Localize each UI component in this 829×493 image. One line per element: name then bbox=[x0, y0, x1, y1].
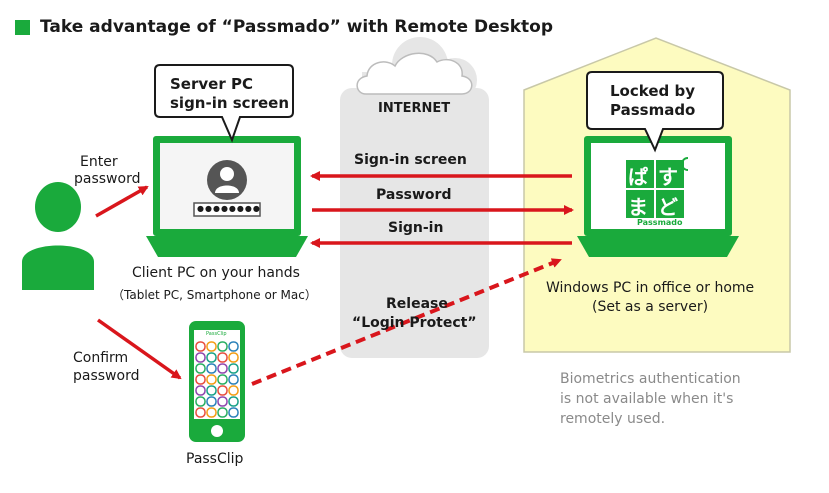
locked-bubble-line1: Locked by bbox=[610, 82, 695, 100]
locked-bubble-line2: Passmado bbox=[610, 101, 696, 119]
passclip-grid-cell bbox=[206, 352, 217, 363]
client-pc-sublabel: （Tablet PC, Smartphone or Mac） bbox=[112, 288, 317, 302]
passclip-grid-cell bbox=[217, 352, 228, 363]
passclip-grid-cell bbox=[195, 396, 206, 407]
enter-password-line1: Enter bbox=[80, 154, 118, 170]
passclip-grid-cell bbox=[206, 396, 217, 407]
internet-label: INTERNET bbox=[378, 101, 451, 116]
passclip-grid-cell bbox=[228, 407, 239, 418]
internet-cloud bbox=[340, 37, 489, 358]
biometrics-note-line1: Biometrics authentication bbox=[560, 371, 741, 387]
flow-label-signin: Sign-in bbox=[388, 220, 444, 236]
passclip-grid-cell bbox=[195, 407, 206, 418]
password-field bbox=[193, 202, 261, 217]
passclip-grid-cell bbox=[228, 352, 239, 363]
passclip-grid-cell bbox=[206, 407, 217, 418]
passclip-grid-cell bbox=[217, 396, 228, 407]
flow-label-login-protect: “Login Protect” bbox=[352, 315, 477, 331]
passclip-app-header: PassClip bbox=[206, 331, 227, 337]
arrow-enter-password bbox=[95, 185, 149, 218]
enter-password-line2: password bbox=[74, 171, 141, 187]
flow-label-signin-screen: Sign-in screen bbox=[354, 152, 467, 168]
passclip-grid-cell bbox=[228, 363, 239, 374]
biometrics-note-line3: remotely used. bbox=[560, 411, 666, 427]
passclip-grid-cell bbox=[206, 341, 217, 352]
passclip-grid-cell bbox=[195, 352, 206, 363]
passclip-grid-cell bbox=[228, 385, 239, 396]
passclip-grid-cell bbox=[206, 385, 217, 396]
client-laptop bbox=[146, 136, 308, 257]
passclip-grid-cell bbox=[228, 341, 239, 352]
passclip-smartphone bbox=[189, 321, 245, 442]
page-title: Take advantage of “Passmado” with Remote… bbox=[40, 17, 553, 37]
client-pc-label: Client PC on your hands bbox=[132, 265, 300, 281]
passclip-grid-cell bbox=[217, 407, 228, 418]
passclip-grid-cell bbox=[206, 363, 217, 374]
home-button-icon bbox=[211, 425, 223, 437]
logo-char-2: す bbox=[658, 165, 678, 189]
server-bubble-line1: Server PC bbox=[170, 75, 253, 93]
logo-char-3: ま bbox=[628, 195, 648, 219]
confirm-password-line1: Confirm bbox=[73, 350, 129, 366]
logo-char-1: ぱ bbox=[628, 165, 648, 189]
passclip-grid bbox=[195, 341, 239, 418]
flow-label-password: Password bbox=[376, 187, 452, 203]
passclip-grid-cell bbox=[228, 374, 239, 385]
passclip-grid-cell bbox=[217, 374, 228, 385]
passclip-grid-cell bbox=[217, 341, 228, 352]
passclip-grid-cell bbox=[206, 374, 217, 385]
arrow-confirm-password bbox=[96, 318, 182, 380]
server-signin-bubble bbox=[154, 64, 294, 143]
password-mask: ●●●●●●●● bbox=[197, 204, 261, 213]
person-icon bbox=[22, 182, 94, 290]
passclip-grid-cell bbox=[228, 396, 239, 407]
arrow-release-login-protect bbox=[251, 258, 562, 386]
biometrics-note-line2: is not available when it's bbox=[560, 391, 734, 407]
server-pc-label: Windows PC in office or home bbox=[546, 280, 755, 296]
passclip-grid-cell bbox=[195, 374, 206, 385]
locked-bubble bbox=[586, 71, 724, 153]
title-marker bbox=[15, 20, 30, 35]
passclip-grid-cell bbox=[195, 363, 206, 374]
passclip-label: PassClip bbox=[186, 451, 244, 467]
confirm-password-line2: password bbox=[73, 368, 140, 384]
flow-label-release: Release bbox=[386, 296, 448, 312]
server-laptop bbox=[577, 136, 739, 257]
passclip-grid-cell bbox=[217, 363, 228, 374]
logo-caption: Passmado bbox=[637, 218, 683, 227]
paperclip-icon bbox=[681, 157, 689, 171]
server-pc-sublabel: (Set as a server) bbox=[592, 299, 709, 315]
passclip-grid-cell bbox=[217, 385, 228, 396]
passclip-grid-cell bbox=[195, 341, 206, 352]
server-bubble-line2: sign-in screen bbox=[170, 94, 289, 112]
passclip-grid-cell bbox=[195, 385, 206, 396]
passmado-logo bbox=[626, 157, 689, 218]
logo-char-4: ど bbox=[658, 195, 678, 219]
